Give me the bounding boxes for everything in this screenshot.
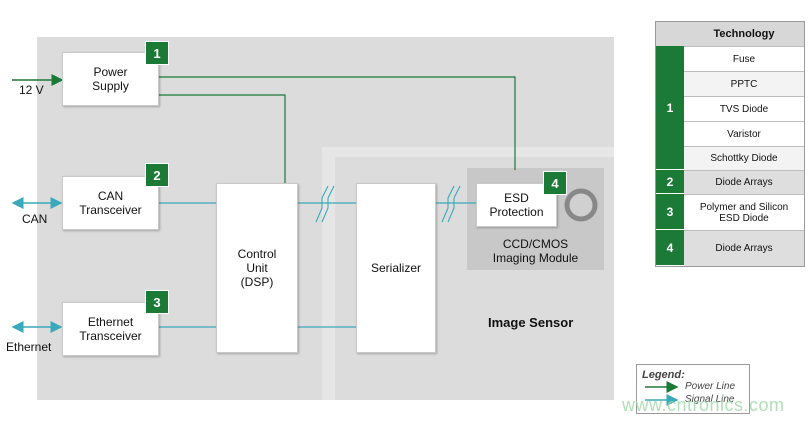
table-cell: Schottky Diode xyxy=(684,146,804,170)
table-header-corner xyxy=(656,22,684,46)
legend-title: Legend: xyxy=(642,369,685,381)
label-image-sensor: Image Sensor xyxy=(488,315,574,330)
table-cell: PPTC xyxy=(684,71,804,96)
label-imaging-module: CCD/CMOS Imaging Module xyxy=(492,237,579,265)
table-header: Technology xyxy=(684,22,804,46)
legend-power-label: Power Line xyxy=(685,381,736,392)
badge-1: 1 xyxy=(145,41,169,65)
badge-2: 2 xyxy=(145,163,169,187)
table-cell: TVS Diode xyxy=(684,96,804,121)
legend-lines xyxy=(645,381,679,406)
line-break-marks-2 xyxy=(441,185,461,223)
table-group-num-4: 4 xyxy=(656,230,684,266)
control-unit-block: Control Unit (DSP) xyxy=(216,183,298,353)
legend-signal-label: Signal Line xyxy=(685,394,735,405)
table-cell: Fuse xyxy=(684,46,804,71)
power-line-to-control xyxy=(157,94,286,183)
serializer-block: Serializer xyxy=(356,183,436,353)
table-cell: Diode Arrays xyxy=(684,230,804,266)
ethernet-transceiver-block: Ethernet Transceiver xyxy=(62,302,159,356)
label-12v: 12 V xyxy=(19,83,44,97)
table-group-num-1: 1 xyxy=(656,46,684,170)
table-group-num-2: 2 xyxy=(656,170,684,194)
table-group-num-3: 3 xyxy=(656,194,684,230)
label-ethernet: Ethernet xyxy=(6,340,52,354)
legend: Legend: Power Line Signal Line xyxy=(636,364,750,414)
technology-table: Technology 1 Fuse PPTC TVS Diode Varisto… xyxy=(655,21,805,267)
table-cell: Diode Arrays xyxy=(684,170,804,194)
power-supply-block: Power Supply xyxy=(62,52,159,106)
table-cell: Varistor xyxy=(684,121,804,146)
lens-icon xyxy=(564,188,598,222)
line-break-marks-1 xyxy=(315,185,335,223)
can-transceiver-block: CAN Transceiver xyxy=(62,176,159,230)
watermark: www.cntronics.com xyxy=(622,395,785,415)
power-line-to-esd xyxy=(157,76,516,170)
badge-3: 3 xyxy=(145,290,169,314)
label-can: CAN xyxy=(22,212,48,226)
badge-4: 4 xyxy=(543,171,567,195)
table-cell: Polymer and Silicon ESD Diode xyxy=(684,194,804,230)
